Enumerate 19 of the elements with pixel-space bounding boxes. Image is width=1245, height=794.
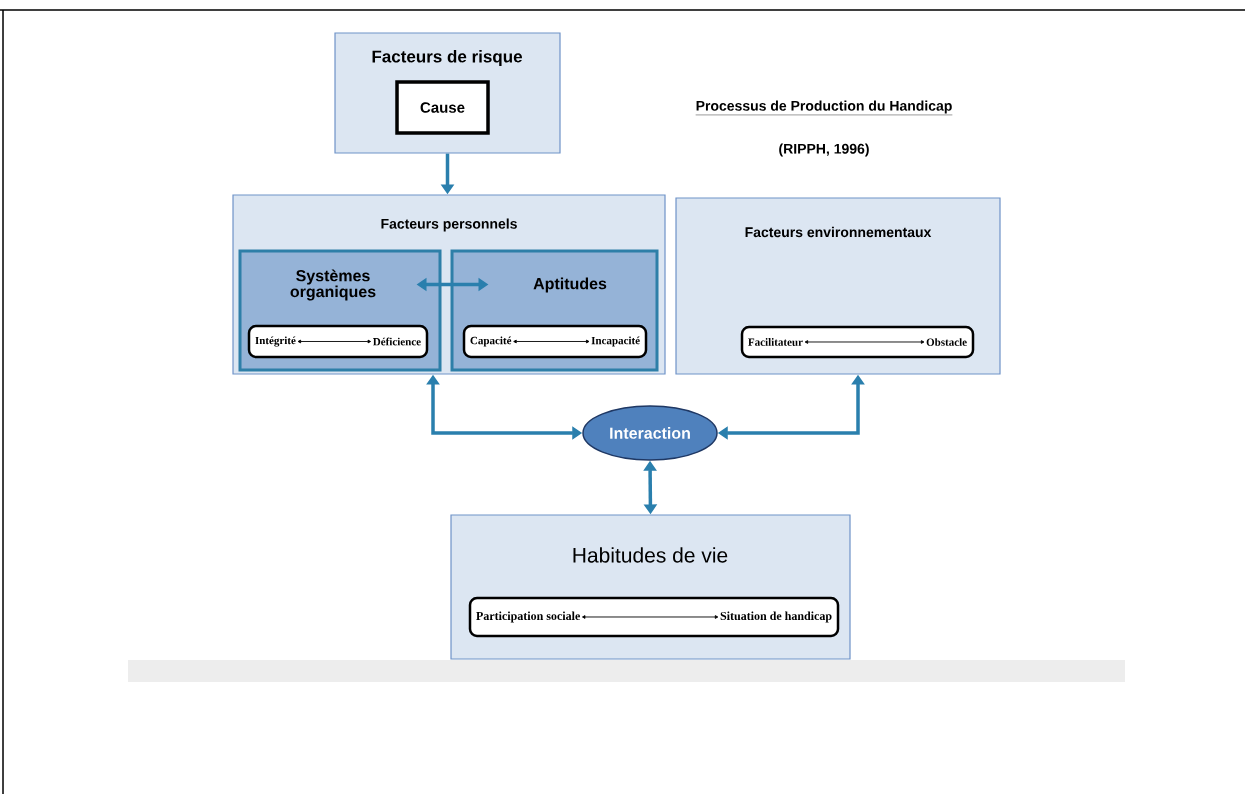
cause-box: Cause xyxy=(395,80,490,135)
arrow xyxy=(582,615,719,619)
citation-text: (RIPPH, 1996) xyxy=(779,143,869,157)
scale-term: Intégrité xyxy=(255,336,296,347)
scale-term: Participation sociale xyxy=(476,611,580,623)
scale-pill xyxy=(740,325,975,359)
scale-pill xyxy=(468,596,840,638)
arrow xyxy=(297,339,372,344)
scale-term: Incapacité xyxy=(591,336,640,347)
scale-pill xyxy=(462,324,648,359)
scale-term: Obstacle xyxy=(926,338,967,346)
scale-term: Déficience xyxy=(373,337,421,346)
scale-term: Facilitateur xyxy=(748,338,803,346)
scale-pill xyxy=(247,324,429,359)
scale-term: Situation de handicap xyxy=(720,611,832,623)
arrow xyxy=(804,340,925,344)
scale-term: Capacité xyxy=(470,336,512,347)
diagram-title: Processus de Production du Handicap xyxy=(695,100,953,116)
arrow xyxy=(513,339,590,344)
